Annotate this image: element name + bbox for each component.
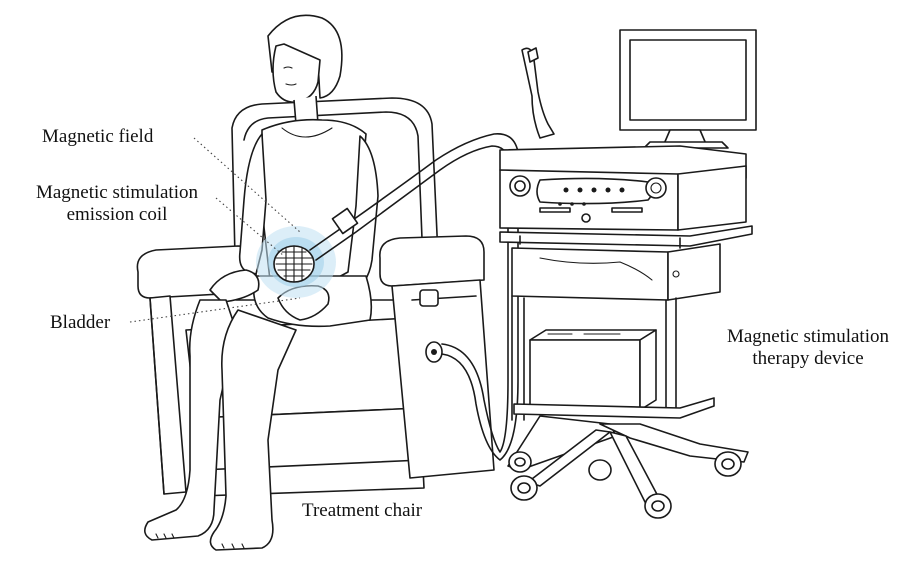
label-magnetic-field: Magnetic field [42, 126, 153, 148]
label-therapy-device-line2: therapy device [704, 348, 912, 370]
label-therapy-device-line1: Magnetic stimulation [704, 326, 912, 348]
label-bladder: Bladder [50, 312, 110, 334]
emission-coil [274, 246, 314, 282]
label-therapy-device: Magnetic stimulation therapy device [704, 326, 912, 370]
therapy-device-cart [500, 30, 756, 518]
label-emission-coil-line2: emission coil [12, 204, 222, 226]
label-emission-coil-line1: Magnetic stimulation [12, 182, 222, 204]
label-treatment-chair: Treatment chair [302, 500, 422, 522]
label-emission-coil: Magnetic stimulation emission coil [12, 182, 222, 226]
